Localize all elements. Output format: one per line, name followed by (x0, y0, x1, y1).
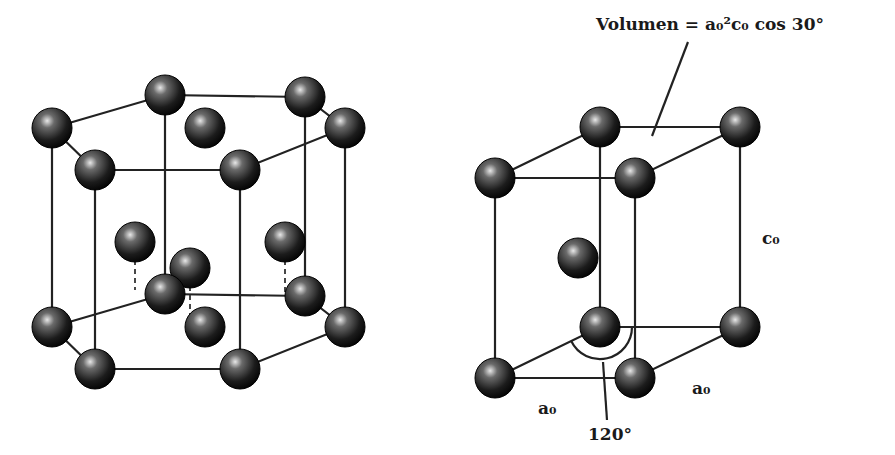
atom (115, 222, 155, 262)
angle-label: 120° (588, 424, 632, 444)
atom (32, 108, 72, 148)
atom (185, 108, 225, 148)
cell-edge (634, 178, 636, 378)
atom (475, 358, 515, 398)
cell-edge (599, 127, 601, 327)
atom (32, 307, 72, 347)
unit-cell-lines (495, 42, 740, 420)
atom (145, 75, 185, 115)
atom (220, 349, 260, 389)
hcp-prism-lines (52, 95, 345, 369)
atom (285, 77, 325, 117)
cell-edge (494, 178, 496, 378)
atom (558, 238, 598, 278)
cell-edge (739, 127, 741, 327)
leader-line (603, 362, 607, 420)
atom (580, 107, 620, 147)
atom (580, 307, 620, 347)
atom (285, 276, 325, 316)
prism-edge (164, 95, 166, 294)
atom (325, 307, 365, 347)
prism-edge (304, 97, 306, 296)
atom (325, 108, 365, 148)
prism-edge (239, 170, 241, 369)
dimension-label: c₀ (762, 228, 780, 248)
atom (615, 358, 655, 398)
atoms-right (475, 107, 760, 398)
dimension-label: a₀ (692, 378, 710, 398)
atom (720, 307, 760, 347)
atom (75, 150, 115, 190)
formula-label: Volumen = a₀²c₀ cos 30° (596, 14, 824, 34)
leader-line (652, 42, 688, 136)
atom (185, 307, 225, 347)
atom (265, 222, 305, 262)
dimension-label: a₀ (538, 398, 556, 418)
prism-edge (94, 170, 96, 369)
atom (475, 158, 515, 198)
prism-edge (344, 128, 346, 327)
atom (615, 158, 655, 198)
prism-edge (51, 128, 53, 327)
atom (720, 107, 760, 147)
atom (145, 274, 185, 314)
atoms-left (32, 75, 365, 389)
atom (220, 150, 260, 190)
atom (75, 349, 115, 389)
